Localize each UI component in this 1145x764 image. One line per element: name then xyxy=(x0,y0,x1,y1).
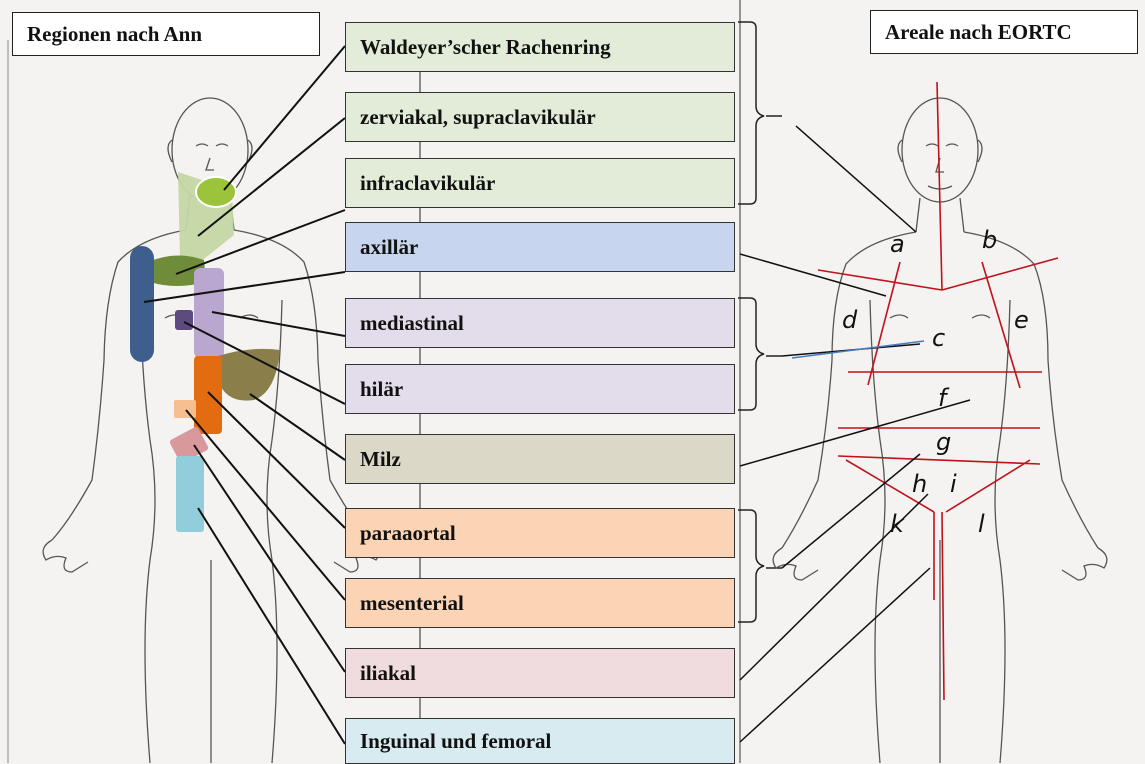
region-waldeyer: Waldeyer’scher Rachenring xyxy=(345,22,735,72)
hilar-region xyxy=(175,310,193,330)
area-letter-a: a xyxy=(890,230,905,258)
region-axillary: axillär xyxy=(345,222,735,272)
mesenteric-region xyxy=(174,400,196,418)
area-letter-f: f xyxy=(938,384,947,412)
region-mediastinal: mediastinal xyxy=(345,298,735,348)
right-title: Areale nach EORTC xyxy=(870,10,1138,54)
area-letter-k: k xyxy=(890,510,904,538)
iliac-region xyxy=(169,427,209,463)
lymph-regions xyxy=(130,172,280,532)
left-connectors xyxy=(143,45,346,745)
area-letter-e: e xyxy=(1014,306,1029,334)
blue-connector xyxy=(791,340,925,359)
area-letter-i: i xyxy=(950,470,957,498)
region-mesenteric: mesenterial xyxy=(345,578,735,628)
region-hilar: hilär xyxy=(345,364,735,414)
region-cervical: zerviakal, supraclavikulär xyxy=(345,92,735,142)
spleen-region xyxy=(218,348,280,401)
right-connectors xyxy=(739,125,971,743)
region-infraclavicular: infraclavikulär xyxy=(345,158,735,208)
inguinal-region xyxy=(176,456,204,532)
waldeyer-region xyxy=(195,176,237,208)
region-iliac: iliakal xyxy=(345,648,735,698)
area-letter-b: b xyxy=(982,226,998,254)
infraclavicular-region xyxy=(148,255,206,286)
right-body-outline xyxy=(772,97,1108,763)
area-letter-g: g xyxy=(936,428,952,456)
area-letter-d: d xyxy=(842,306,858,334)
axillary-region xyxy=(130,246,154,362)
area-letter-l: l xyxy=(978,510,985,538)
brackets xyxy=(738,21,782,623)
region-paraaortal: paraaortal xyxy=(345,508,735,558)
paraaortal-region xyxy=(194,356,222,434)
area-letter-h: h xyxy=(912,470,928,498)
left-title: Regionen nach Ann xyxy=(12,12,320,56)
region-spleen: Milz xyxy=(345,434,735,484)
area-letter-c: c xyxy=(932,324,946,352)
region-inguinal: Inguinal und femoral xyxy=(345,718,735,764)
